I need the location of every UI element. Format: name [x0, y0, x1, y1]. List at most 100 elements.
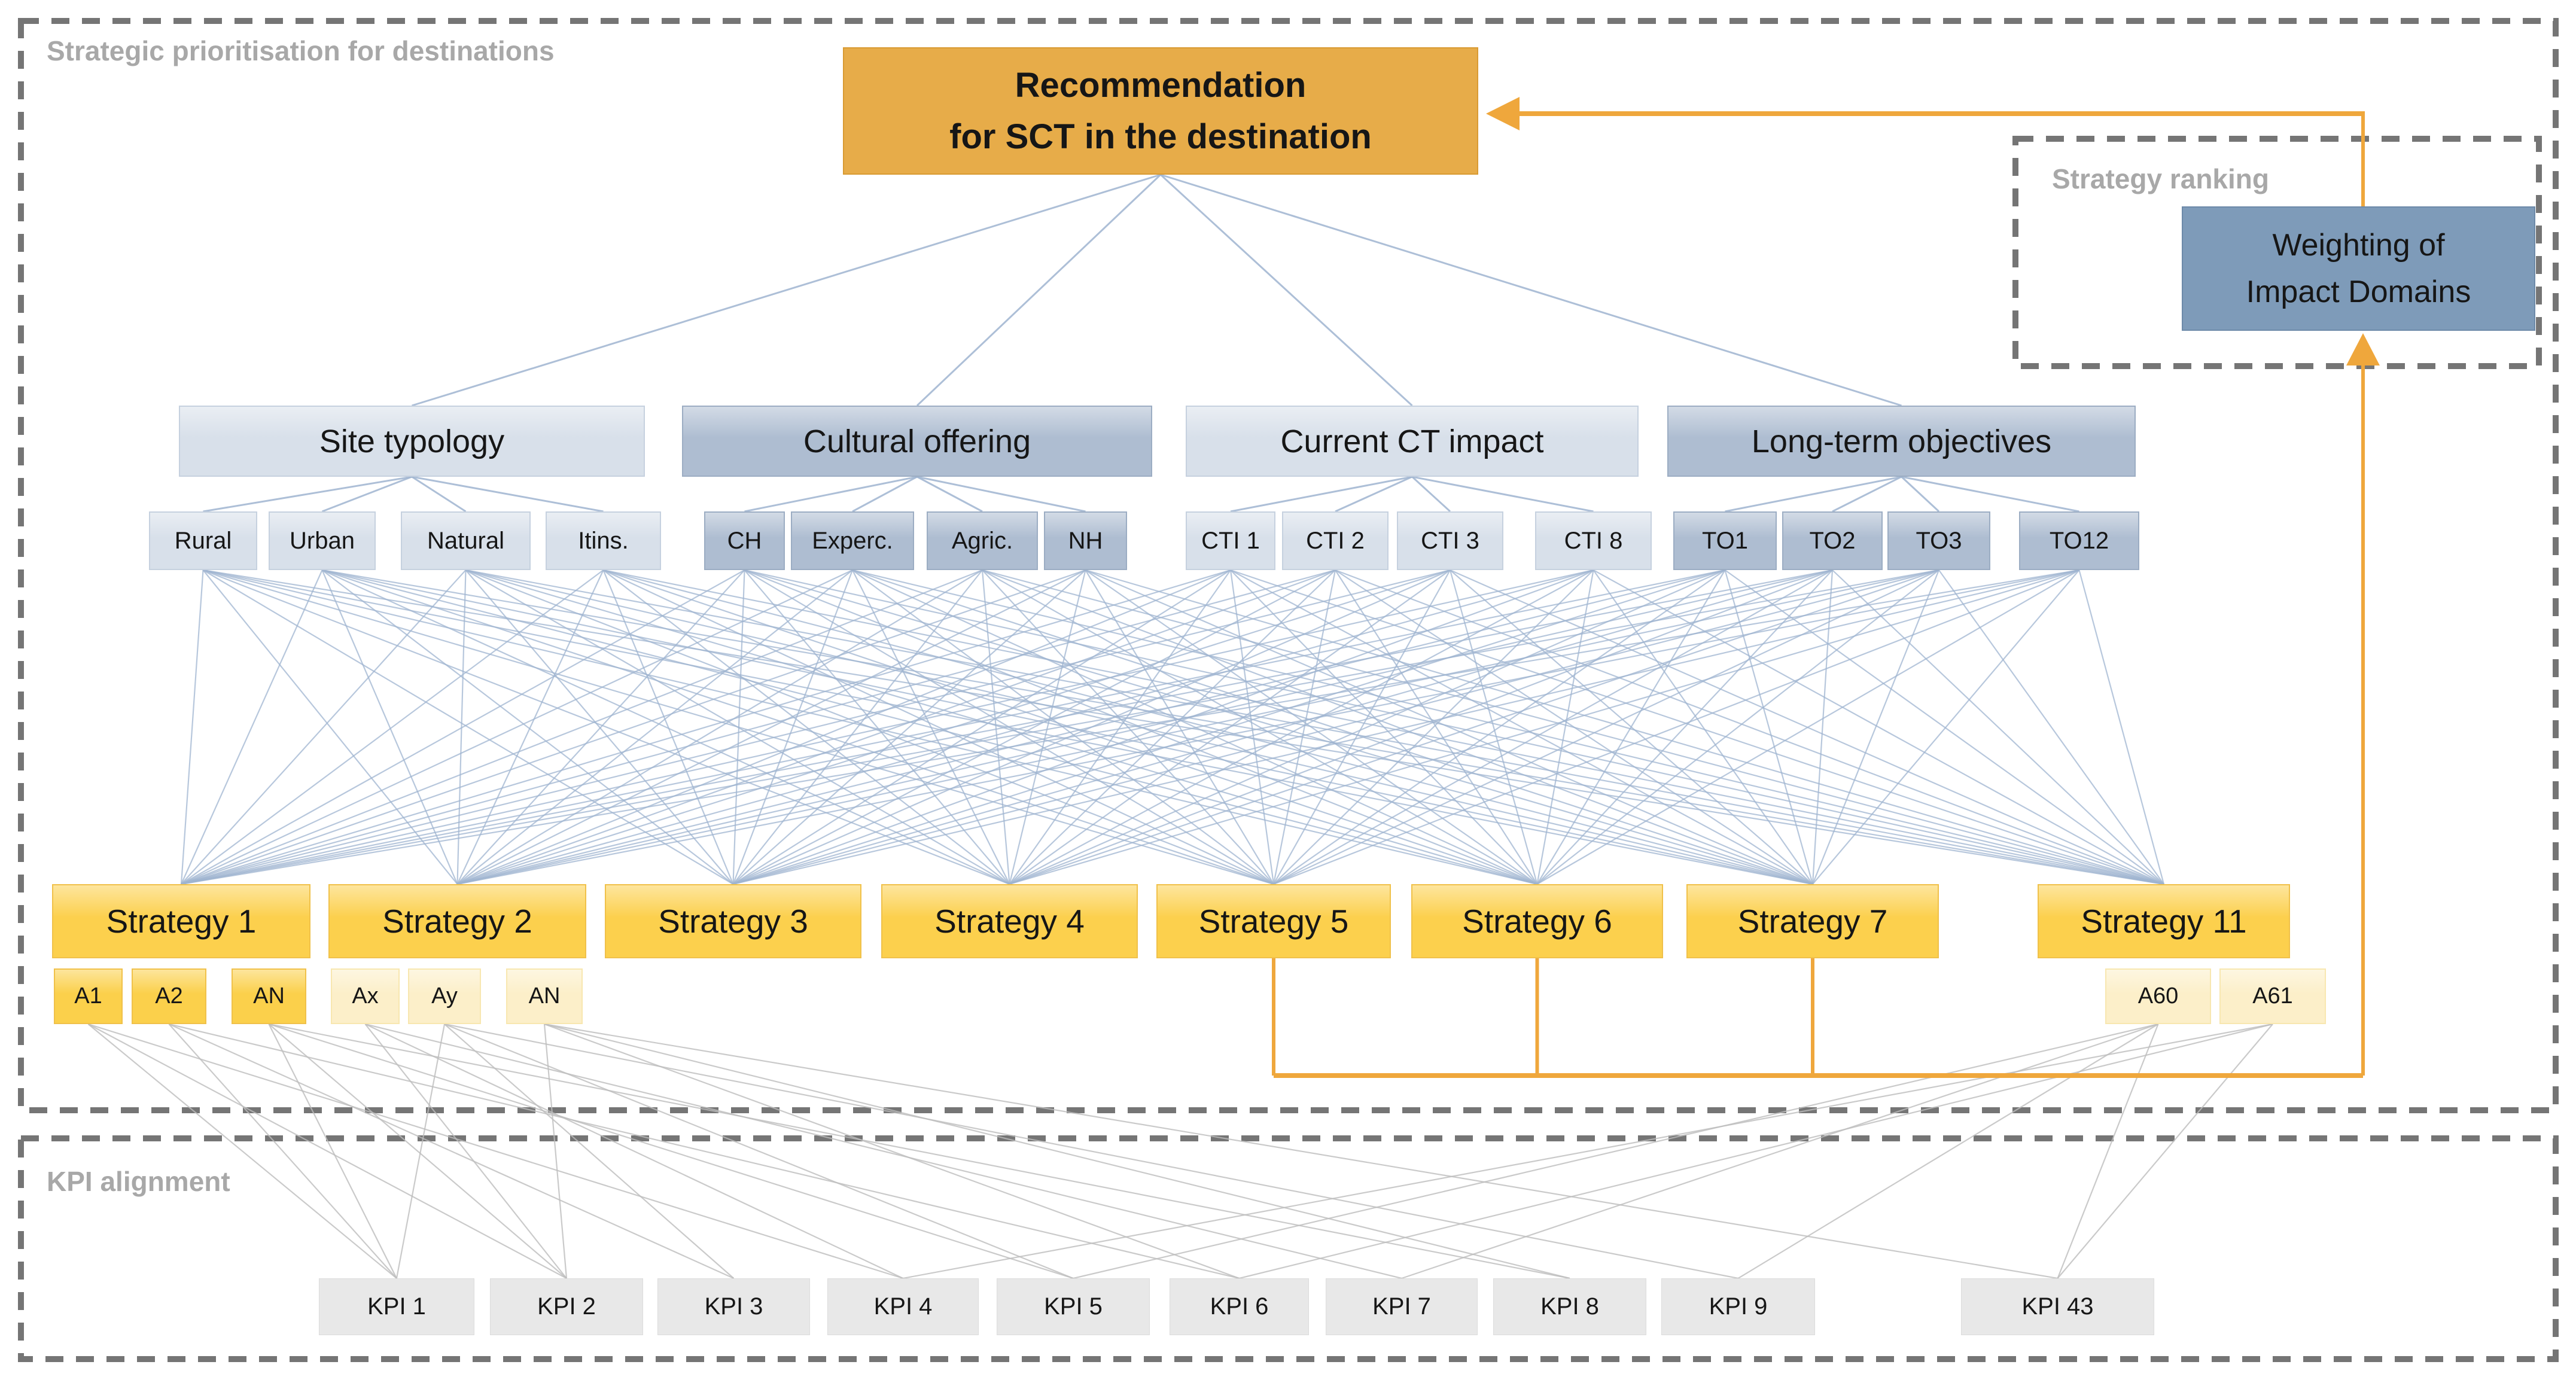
- strategy-box-s6-label: Strategy 6: [1462, 903, 1612, 940]
- recommendation-line2: for SCT in the destination: [949, 117, 1372, 156]
- subcategory-box-cti2-label: CTI 2: [1306, 527, 1365, 554]
- subcategory-box-to2: TO2: [1782, 511, 1883, 570]
- category-box-longterm-label: Long-term objectives: [1751, 423, 2052, 459]
- subcategory-box-cti1: CTI 1: [1186, 511, 1275, 570]
- weighting-line2: Impact Domains: [2246, 275, 2471, 309]
- subcategory-box-natural: Natural: [401, 511, 531, 570]
- kpi-box-kpi8-label: KPI 8: [1540, 1293, 1599, 1320]
- subcategory-strategy-web: [180, 569, 2165, 885]
- activity-box-a1: A1: [54, 968, 123, 1024]
- kpi-box-kpi9: KPI 9: [1661, 1278, 1815, 1335]
- recommendation-box: Recommendation for SCT in the destinatio…: [843, 47, 1478, 175]
- kpi-box-kpi1: KPI 1: [319, 1278, 474, 1335]
- subcategory-box-rural: Rural: [149, 511, 257, 570]
- kpi-box-kpi7-label: KPI 7: [1372, 1293, 1431, 1320]
- subcategory-box-agric-label: Agric.: [951, 527, 1013, 554]
- category-box-site: Site typology: [179, 406, 645, 477]
- strategy-box-s1-label: Strategy 1: [106, 903, 257, 940]
- kpi-box-kpi2-label: KPI 2: [537, 1293, 596, 1320]
- strategy-box-s11: Strategy 11: [2038, 884, 2290, 958]
- subcategory-box-agric: Agric.: [927, 511, 1038, 570]
- kpi-box-kpi4: KPI 4: [827, 1278, 979, 1335]
- strategy-box-s5: Strategy 5: [1156, 884, 1391, 958]
- activity-kpi-lines: [87, 1023, 2273, 1280]
- category-box-longterm: Long-term objectives: [1667, 406, 2136, 477]
- kpi-box-kpi2: KPI 2: [490, 1278, 643, 1335]
- kpi-box-kpi3: KPI 3: [657, 1278, 810, 1335]
- strategy-box-s4: Strategy 4: [881, 884, 1138, 958]
- strategy-box-s4-label: Strategy 4: [934, 903, 1085, 940]
- activity-box-a60-label: A60: [2137, 983, 2179, 1009]
- subcategory-box-nh: NH: [1044, 511, 1127, 570]
- activity-box-a61: A61: [2219, 968, 2326, 1024]
- strategy-box-s6: Strategy 6: [1411, 884, 1663, 958]
- strategy-box-s2-label: Strategy 2: [382, 903, 532, 940]
- category-box-cultural-label: Cultural offering: [803, 423, 1031, 459]
- subcategory-box-cti3-label: CTI 3: [1421, 527, 1479, 554]
- kpi-box-kpi43-label: KPI 43: [2021, 1293, 2094, 1320]
- weighting-of-impact-domains-box: Weighting of Impact Domains: [2182, 206, 2535, 331]
- category-box-cultural: Cultural offering: [682, 406, 1152, 477]
- subcategory-box-cti8-label: CTI 8: [1564, 527, 1623, 554]
- kpi-box-kpi1-label: KPI 1: [367, 1293, 426, 1320]
- strategy-box-s11-label: Strategy 11: [2081, 903, 2247, 940]
- subcategory-box-to3-label: TO3: [1916, 527, 1962, 554]
- subcategory-box-cti2: CTI 2: [1282, 511, 1389, 570]
- subcategory-box-cti1-label: CTI 1: [1201, 527, 1260, 554]
- subcategory-box-itins-label: Itins.: [578, 527, 629, 554]
- subcategory-box-rural-label: Rural: [174, 527, 232, 554]
- activity-box-a1-label: A1: [74, 983, 102, 1009]
- activity-box-ax-label: Ax: [352, 983, 379, 1009]
- kpi-box-kpi6: KPI 6: [1170, 1278, 1309, 1335]
- kpi-box-kpi5-label: KPI 5: [1044, 1293, 1103, 1320]
- activity-box-a61-label: A61: [2252, 983, 2293, 1009]
- subcategory-box-to1-label: TO1: [1701, 527, 1749, 554]
- subcategory-box-urban-label: Urban: [290, 527, 355, 554]
- subcategory-box-to12: TO12: [2019, 511, 2139, 570]
- strategy-ranking-section-label: Strategy ranking: [2052, 163, 2269, 194]
- kpi-box-kpi6-label: KPI 6: [1210, 1293, 1269, 1320]
- strategic-section-label: Strategic prioritisation for destination…: [47, 35, 555, 66]
- activity-box-a2: A2: [132, 968, 206, 1024]
- subcategory-box-to1: TO1: [1673, 511, 1777, 570]
- subcategory-box-experc-label: Experc.: [812, 527, 893, 554]
- subcategory-box-experc: Experc.: [791, 511, 914, 570]
- strategy-box-s7: Strategy 7: [1686, 884, 1939, 958]
- kpi-alignment-section-label: KPI alignment: [47, 1166, 230, 1197]
- kpi-box-kpi3-label: KPI 3: [704, 1293, 763, 1320]
- category-box-site-label: Site typology: [319, 423, 505, 459]
- kpi-box-kpi8: KPI 8: [1493, 1278, 1646, 1335]
- subcategory-box-to3: TO3: [1887, 511, 1990, 570]
- activity-box-ay: Ay: [408, 968, 481, 1024]
- activity-box-a60: A60: [2105, 968, 2211, 1024]
- category-box-current: Current CT impact: [1186, 406, 1639, 477]
- subcategory-box-ch: CH: [704, 511, 785, 570]
- kpi-box-kpi9-label: KPI 9: [1709, 1293, 1768, 1320]
- kpi-box-kpi43: KPI 43: [1961, 1278, 2154, 1335]
- subcategory-box-to2-label: TO2: [1809, 527, 1856, 554]
- subcategory-box-urban: Urban: [269, 511, 376, 570]
- strategy-box-s3: Strategy 3: [605, 884, 861, 958]
- subcategory-box-nh-label: NH: [1068, 527, 1103, 554]
- subcategory-box-natural-label: Natural: [427, 527, 504, 554]
- category-box-current-label: Current CT impact: [1280, 423, 1544, 459]
- activity-box-ay-label: Ay: [431, 983, 458, 1009]
- strategy-box-s7-label: Strategy 7: [1737, 903, 1888, 940]
- kpi-box-kpi4-label: KPI 4: [873, 1293, 933, 1320]
- strategy-box-s2: Strategy 2: [328, 884, 586, 958]
- strategy-box-s3-label: Strategy 3: [658, 903, 808, 940]
- subcategory-box-to12-label: TO12: [2049, 527, 2109, 554]
- activity-box-a2-label: A2: [155, 983, 183, 1009]
- weighting-line1: Weighting of: [2272, 228, 2445, 263]
- kpi-box-kpi5: KPI 5: [997, 1278, 1150, 1335]
- activity-box-an1: AN: [232, 968, 306, 1024]
- activity-box-an2-label: AN: [528, 983, 561, 1009]
- activity-box-an1-label: AN: [253, 983, 285, 1009]
- strategy-box-s1: Strategy 1: [52, 884, 310, 958]
- activity-box-an2: AN: [506, 968, 583, 1024]
- subcategory-box-cti3: CTI 3: [1397, 511, 1503, 570]
- kpi-box-kpi7: KPI 7: [1326, 1278, 1478, 1335]
- recommendation-line1: Recommendation: [1015, 65, 1307, 105]
- section-borders: [18, 18, 2559, 1362]
